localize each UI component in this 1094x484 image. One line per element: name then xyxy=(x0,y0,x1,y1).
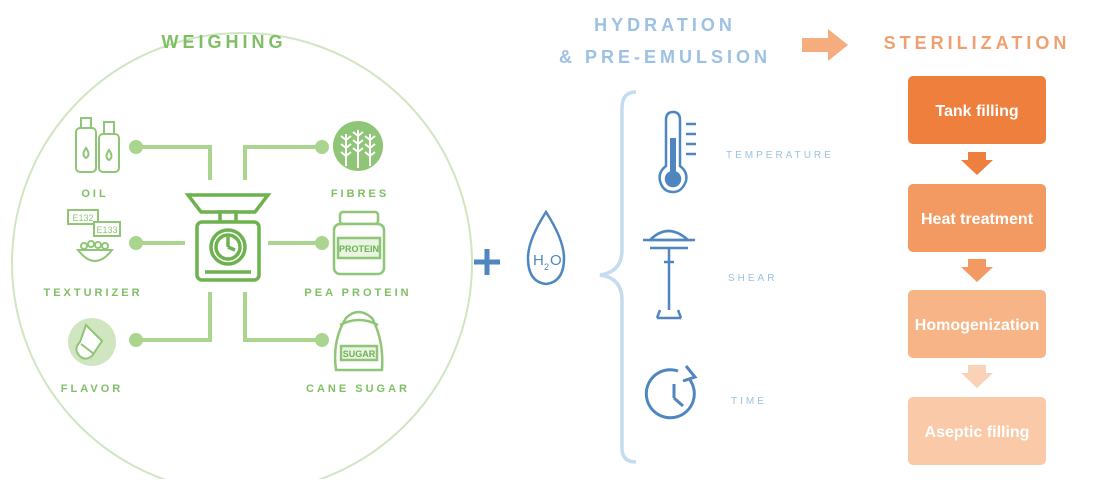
sterilization-step-2: Heat treatment xyxy=(908,184,1046,252)
weighing-circle xyxy=(11,32,473,484)
step-label-aseptic-filling: Aseptic filling xyxy=(925,424,1030,441)
connector-lines xyxy=(136,145,322,342)
ingredient-label-cane-sugar: CANE SUGAR xyxy=(306,383,410,395)
ingredient-label-fibres: FIBRES xyxy=(331,188,389,200)
e132-label: E132 xyxy=(72,213,93,223)
step-label-homogenization: Homogenization xyxy=(915,317,1039,334)
e133-label: E133 xyxy=(96,225,117,235)
step-label-tank-filling: Tank filling xyxy=(935,103,1018,120)
hydration-param-time: TIME xyxy=(731,396,767,407)
thermometer-icon xyxy=(658,110,696,194)
water-o-label: O xyxy=(550,252,562,269)
protein-jar-icon xyxy=(332,210,386,276)
step-label-heat-treatment: Heat treatment xyxy=(921,211,1034,228)
sterilization-title: STERILIZATION xyxy=(884,33,1071,53)
plus-icon xyxy=(474,249,500,275)
sugar-bag-icon xyxy=(333,310,384,372)
step-arrow-2 xyxy=(961,259,993,282)
sterilization-step-4: Aseptic filling xyxy=(908,397,1046,465)
connector-dots xyxy=(129,140,329,347)
arrow-to-sterilization xyxy=(802,29,848,61)
water-subscript-label: 2 xyxy=(544,262,549,272)
hydration-brace xyxy=(599,90,637,464)
sugar-bag-label: SUGAR xyxy=(343,349,376,359)
step-arrow-3 xyxy=(961,365,993,388)
hydration-title-line1: HYDRATION xyxy=(594,15,736,35)
scale-icon xyxy=(184,193,272,282)
fibres-wheat-icon xyxy=(333,121,383,171)
step-arrow-1 xyxy=(961,152,993,175)
ingredient-label-flavor: FLAVOR xyxy=(61,383,123,395)
hydration-param-shear: SHEAR xyxy=(728,273,777,284)
ingredient-label-pea-protein: PEA PROTEIN xyxy=(304,287,411,299)
water-drop-icon xyxy=(526,209,566,286)
hydration-title-line2: & PRE-EMULSION xyxy=(559,47,771,67)
sterilization-step-1: Tank filling xyxy=(908,76,1046,144)
ingredient-label-texturizer: TEXTURIZER xyxy=(43,287,142,299)
water-h-label: H xyxy=(533,252,544,269)
ingredient-label-oil: OIL xyxy=(81,188,108,200)
sterilization-step-3: Homogenization xyxy=(908,290,1046,358)
hydration-param-temperature: TEMPERATURE xyxy=(726,150,834,161)
flavor-test-tube-icon xyxy=(68,318,116,366)
protein-jar-label: PROTEIN xyxy=(339,244,379,254)
weighing-title: WEIGHING xyxy=(162,32,287,52)
oil-bottles-icon xyxy=(75,117,120,173)
shear-mixer-icon xyxy=(643,229,695,320)
time-clock-icon xyxy=(644,365,698,420)
texturizer-bowl-icon xyxy=(67,209,121,262)
